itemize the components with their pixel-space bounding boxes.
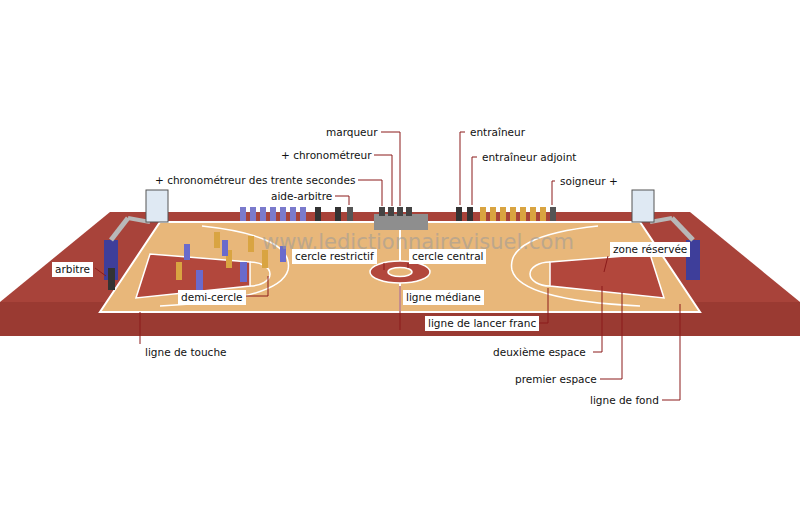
basket-right	[632, 190, 700, 280]
players	[108, 232, 286, 290]
court-part-label: ligne de lancer franc	[425, 316, 539, 331]
center-circle	[370, 261, 430, 283]
staff-label: soigneur +	[557, 174, 621, 189]
court-part-label: demi-cercle	[178, 290, 246, 305]
court-part-label: ligne médiane	[403, 290, 484, 305]
court-part-label: ligne de touche	[142, 345, 230, 360]
staff-label: entraîneur adjoint	[479, 150, 579, 165]
restrictive-circle	[388, 268, 412, 277]
court-part-label: zone réservée	[610, 242, 690, 257]
staff-label: entraîneur	[467, 125, 528, 140]
bench-left	[240, 207, 353, 221]
official-label: aide-arbitre	[268, 189, 335, 204]
official-label: marqueur	[323, 125, 381, 140]
free-throw-arc	[530, 262, 550, 286]
court-part-label: premier espace	[512, 372, 600, 387]
watermark: www.ledictionnairevisuel.com	[262, 230, 574, 254]
court-part-label: deuxième espace	[490, 345, 589, 360]
scorer-table	[374, 214, 428, 230]
official-label: + chronométreur des trente secondes	[152, 173, 358, 188]
official-label: + chronométreur	[278, 148, 374, 163]
leader-lines	[95, 132, 680, 400]
officials	[379, 207, 412, 216]
official-label: arbitre	[52, 262, 93, 277]
restricted-zone	[550, 254, 664, 298]
basket-left	[104, 190, 168, 280]
bench-right	[456, 207, 556, 221]
court-part-label: ligne de fond	[587, 393, 662, 408]
